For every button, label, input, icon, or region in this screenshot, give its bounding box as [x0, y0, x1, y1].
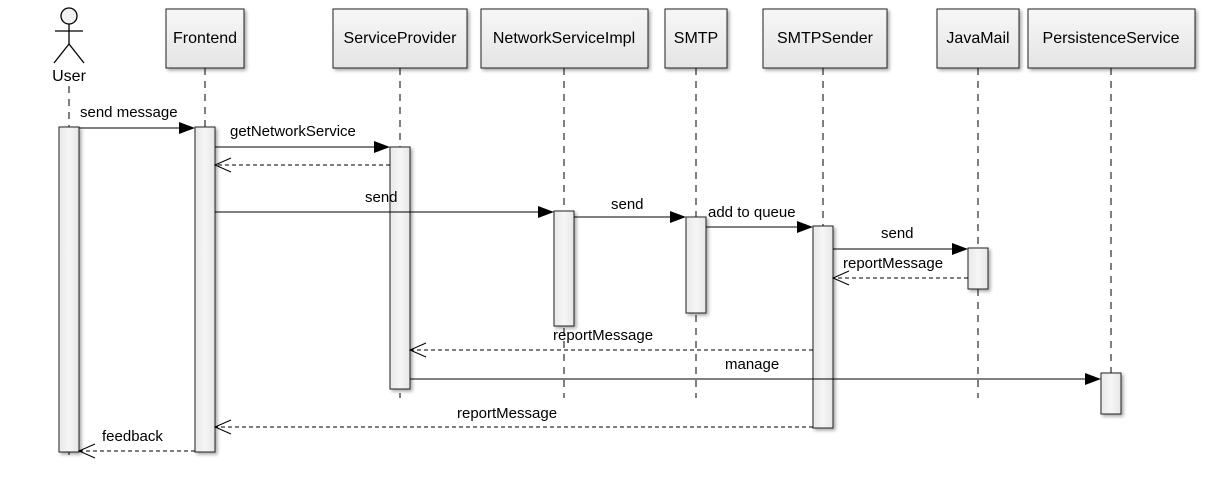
message-arrow-10: [410, 373, 1101, 385]
activation-bar-javamail: [967, 247, 989, 290]
arrowhead-open-icon: [408, 342, 427, 358]
message-arrow-8: [831, 270, 968, 286]
message-label-send-3: send: [881, 225, 914, 242]
actor-stick-figure-icon: [53, 7, 85, 64]
message-label-getnetworkservice: getNetworkService: [230, 123, 356, 140]
activation-bar-networkserviceimpl: [553, 210, 575, 327]
message-arrow-5: [574, 211, 686, 223]
participant-persistenceservice: PersistenceService: [1027, 8, 1196, 69]
arrowhead-filled-icon: [374, 141, 390, 153]
arrowhead-filled-icon: [952, 243, 968, 255]
message-label-reportmessage-1: reportMessage: [843, 255, 943, 272]
activation-bar-frontend: [194, 126, 216, 453]
participant-smtp: SMTP: [664, 8, 728, 69]
participant-label-persistenceservice: PersistenceService: [1043, 30, 1180, 47]
participant-label-smtpsender: SMTPSender: [777, 30, 874, 47]
participant-label-frontend: Frontend: [173, 30, 237, 47]
message-arrow-6: [706, 221, 813, 233]
activation-bar-serviceprovider: [389, 146, 411, 390]
participant-serviceprovider: ServiceProvider: [332, 8, 468, 69]
participant-label-serviceprovider: ServiceProvider: [344, 30, 458, 47]
message-arrow-7: [833, 243, 968, 255]
message-arrow-9: [408, 342, 813, 358]
message-arrow-2: [215, 141, 390, 153]
participant-label-smtp: SMTP: [674, 30, 718, 47]
arrowhead-open-icon: [213, 157, 232, 173]
activation-bar-user: [58, 126, 80, 453]
arrowhead-open-icon: [77, 443, 96, 459]
message-label-add-to-queue: add to queue: [708, 204, 796, 221]
arrowhead-open-icon: [213, 419, 232, 435]
participant-smtpsender: SMTPSender: [762, 8, 888, 69]
activation-bar-smtp: [685, 216, 707, 314]
message-arrow-4: [215, 206, 554, 218]
arrowhead-filled-icon: [1085, 373, 1101, 385]
arrowhead-filled-icon: [538, 206, 554, 218]
participant-networkserviceimpl: NetworkServiceImpl: [480, 8, 649, 69]
activation-bar-smtpsender: [812, 225, 834, 429]
arrowhead-open-icon: [831, 270, 850, 286]
message-label-feedback: feedback: [102, 428, 163, 445]
participant-frontend: Frontend: [165, 8, 245, 69]
participant-label-javamail: JavaMail: [946, 30, 1009, 47]
message-arrow-11: [213, 419, 813, 435]
arrowhead-filled-icon: [179, 122, 195, 134]
message-arrow-3: [213, 157, 390, 173]
message-label-reportmessage-3: reportMessage: [457, 405, 557, 422]
message-label-send-2: send: [611, 196, 644, 213]
arrowhead-filled-icon: [670, 211, 686, 223]
participant-javamail: JavaMail: [936, 8, 1020, 69]
activation-bar-persistenceservice: [1100, 372, 1122, 415]
message-label-send-1: send: [365, 189, 398, 206]
arrowhead-filled-icon: [797, 221, 813, 233]
message-arrow-1: [79, 122, 195, 134]
message-label-reportmessage-2: reportMessage: [553, 327, 653, 344]
message-label-manage: manage: [725, 356, 779, 373]
message-arrow-12: [77, 443, 195, 459]
participant-label-user: User: [52, 68, 86, 85]
participant-user: User: [52, 7, 87, 85]
participant-label-networkserviceimpl: NetworkServiceImpl: [493, 30, 635, 47]
message-label-send-message: send message: [80, 104, 178, 121]
